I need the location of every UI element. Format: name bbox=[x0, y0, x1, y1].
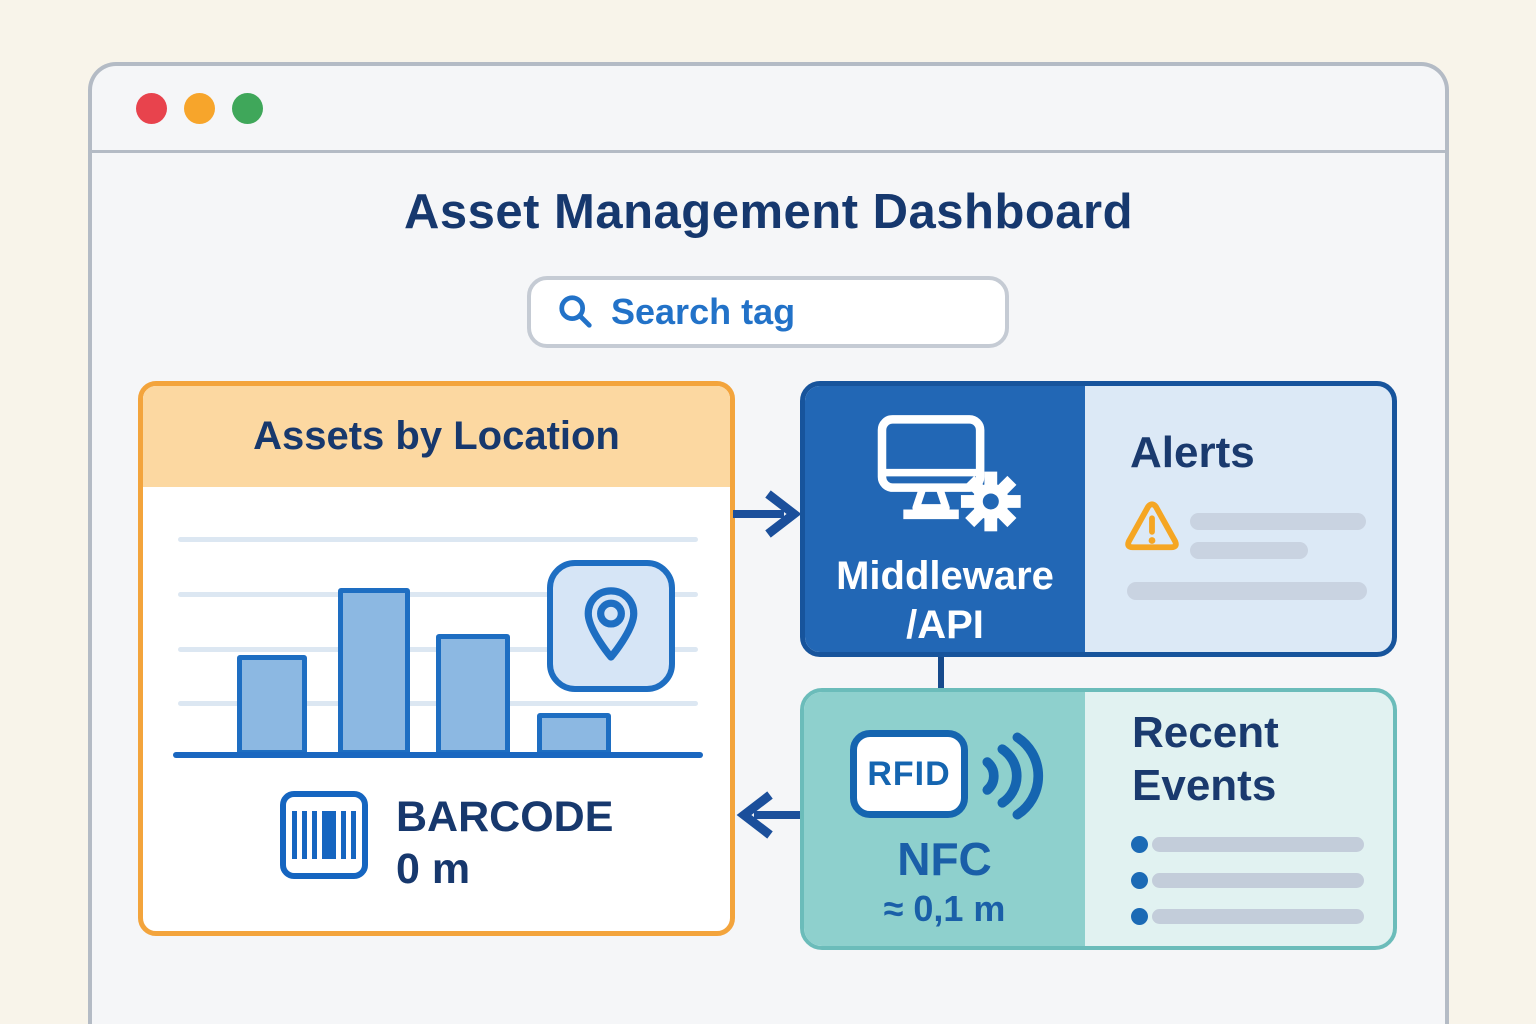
search-bar bbox=[527, 276, 1095, 348]
assets-by-location-panel: Assets by Location bbox=[138, 381, 735, 936]
search-icon bbox=[557, 293, 595, 331]
capture-method-label: BARCODE 0 m bbox=[396, 791, 613, 895]
alert-placeholder-line bbox=[1127, 582, 1367, 600]
traffic-light-close-button[interactable] bbox=[136, 92, 167, 124]
monitor-gear-icon bbox=[877, 415, 1021, 532]
middleware-to-nfc-connector bbox=[938, 650, 944, 694]
rfid-icon-label: RFID bbox=[867, 754, 951, 793]
middleware-section: Middleware /API bbox=[805, 386, 1085, 652]
location-pin-icon bbox=[580, 584, 642, 668]
event-bullet-dot bbox=[1131, 908, 1148, 925]
chart-bar-2 bbox=[338, 588, 410, 755]
capture-method-name: BARCODE bbox=[396, 793, 614, 841]
nfc-recent-events-card: RFID NFC ≈ 0,1 m Recent Events bbox=[800, 688, 1397, 950]
recent-events-title: Recent Events bbox=[1132, 708, 1279, 810]
page-title: Asset Management Dashboard bbox=[403, 185, 1134, 239]
event-placeholder-line bbox=[1152, 873, 1364, 888]
chart-bar-4 bbox=[537, 713, 611, 755]
middleware-alerts-card: Middleware /API Alerts bbox=[800, 381, 1397, 657]
assets-panel-header: Assets by Location bbox=[143, 386, 730, 487]
location-pin-tile bbox=[547, 560, 675, 692]
traffic-light-minimize-button[interactable] bbox=[184, 92, 215, 124]
nfc-waves-icon bbox=[982, 732, 1044, 820]
search-input[interactable] bbox=[609, 290, 1095, 334]
browser-window: Asset Management Dashboard Assets by Loc… bbox=[88, 62, 1449, 1024]
nfc-section: RFID NFC ≈ 0,1 m bbox=[804, 692, 1085, 946]
arrow-right-icon bbox=[733, 490, 802, 538]
arrow-left-icon bbox=[736, 791, 805, 839]
warning-icon bbox=[1125, 501, 1179, 551]
alert-placeholder-line bbox=[1190, 542, 1308, 559]
event-bullet-dot bbox=[1131, 872, 1148, 889]
window-titlebar bbox=[92, 66, 1445, 153]
alerts-title: Alerts bbox=[1130, 428, 1255, 477]
traffic-light-zoom-button[interactable] bbox=[232, 92, 263, 124]
chart-bar-1 bbox=[237, 655, 307, 755]
nfc-range: ≈ 0,1 m bbox=[883, 888, 1006, 929]
middleware-label: Middleware /API bbox=[805, 552, 1085, 650]
middleware-label-line1: Middleware bbox=[836, 554, 1054, 598]
rfid-icon: RFID bbox=[850, 730, 968, 818]
event-bullet-dot bbox=[1131, 836, 1148, 853]
chart-gridline bbox=[178, 592, 698, 597]
chart-bar-3 bbox=[436, 634, 510, 755]
chart-gridline bbox=[178, 537, 698, 542]
capture-method-row: BARCODE 0 m bbox=[280, 791, 613, 895]
assets-panel-title: Assets by Location bbox=[253, 414, 620, 458]
capture-method-range: 0 m bbox=[396, 845, 471, 893]
nfc-label: NFC bbox=[897, 833, 992, 885]
chart-baseline bbox=[173, 752, 703, 758]
alert-placeholder-line bbox=[1190, 513, 1366, 530]
middleware-label-line2: /API bbox=[906, 603, 984, 647]
barcode-icon bbox=[280, 791, 368, 879]
event-placeholder-line bbox=[1152, 837, 1364, 852]
event-placeholder-line bbox=[1152, 909, 1364, 924]
